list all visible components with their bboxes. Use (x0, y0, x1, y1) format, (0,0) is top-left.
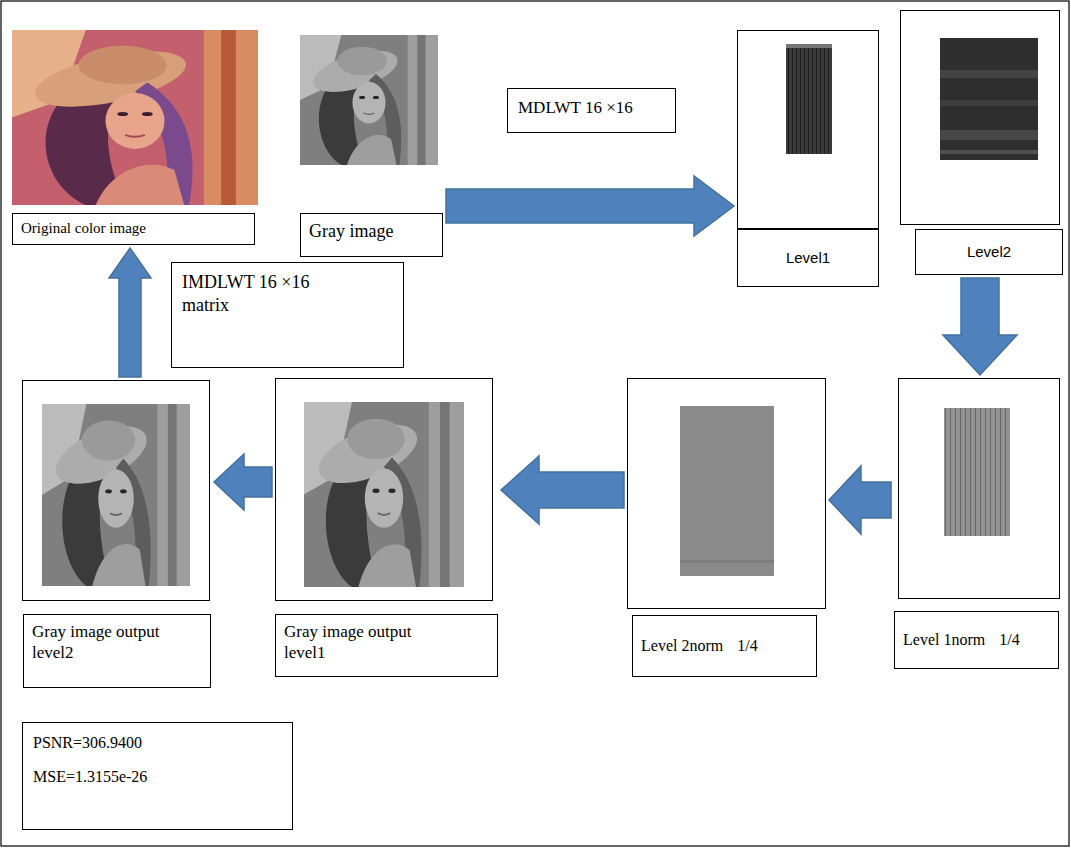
flow-arrow (214, 454, 272, 510)
node-text: Gray image (309, 220, 393, 243)
transform-label-box: MDLWT 16 ×16 (507, 88, 676, 133)
node-text: Level2 (967, 243, 1011, 262)
node-text: Level 1norm (903, 630, 985, 650)
node-text: Gray image output level1 (284, 621, 414, 664)
image-panel: Gray image output level1 (275, 378, 493, 601)
flow-arrow (109, 248, 151, 377)
node-text: 1/4 (999, 630, 1019, 650)
flow-arrow (943, 278, 1017, 375)
caption-box: Level1 (737, 229, 879, 287)
node-text: Level1 (786, 249, 830, 268)
caption-box: Level2 (915, 229, 1063, 275)
node-text: MSE=1.3155e-26 (33, 767, 147, 787)
flow-arrow (501, 456, 624, 524)
node-text: Original color image (21, 219, 146, 238)
flow-arrow (829, 466, 891, 534)
node-text: PSNR=306.9400 (33, 733, 142, 753)
caption-box: Gray image output level1 (275, 614, 498, 677)
transform-label-box: IMDLWT 16 ×16 matrix (171, 262, 404, 368)
edge-label: IMDLWT 16 ×16 matrix (182, 271, 332, 316)
caption-box: Gray image (300, 213, 443, 257)
caption-box: Original color image (12, 213, 255, 245)
image-panel: Level 2norm1/4 (627, 378, 826, 609)
caption-box: Level 1norm 1/4 (894, 611, 1059, 669)
node-text: 1/4 (737, 636, 757, 656)
image-panel: Level1 (737, 30, 879, 229)
flow-arrow (446, 176, 734, 236)
metrics-box: PSNR=306.9400MSE=1.3155e-26 (22, 722, 293, 830)
image-panel: Gray image output level2 (22, 380, 210, 601)
node-text: Level 2norm (641, 636, 723, 656)
caption-box: Gray image output level2 (23, 614, 211, 688)
caption-box: Level 2norm 1/4 (632, 615, 817, 677)
node-text: Gray image output level2 (32, 621, 162, 664)
image-panel: Level2 (900, 10, 1060, 225)
edge-label: MDLWT 16 ×16 (518, 97, 633, 118)
image-panel: Level 1norm1/4 (898, 378, 1060, 599)
